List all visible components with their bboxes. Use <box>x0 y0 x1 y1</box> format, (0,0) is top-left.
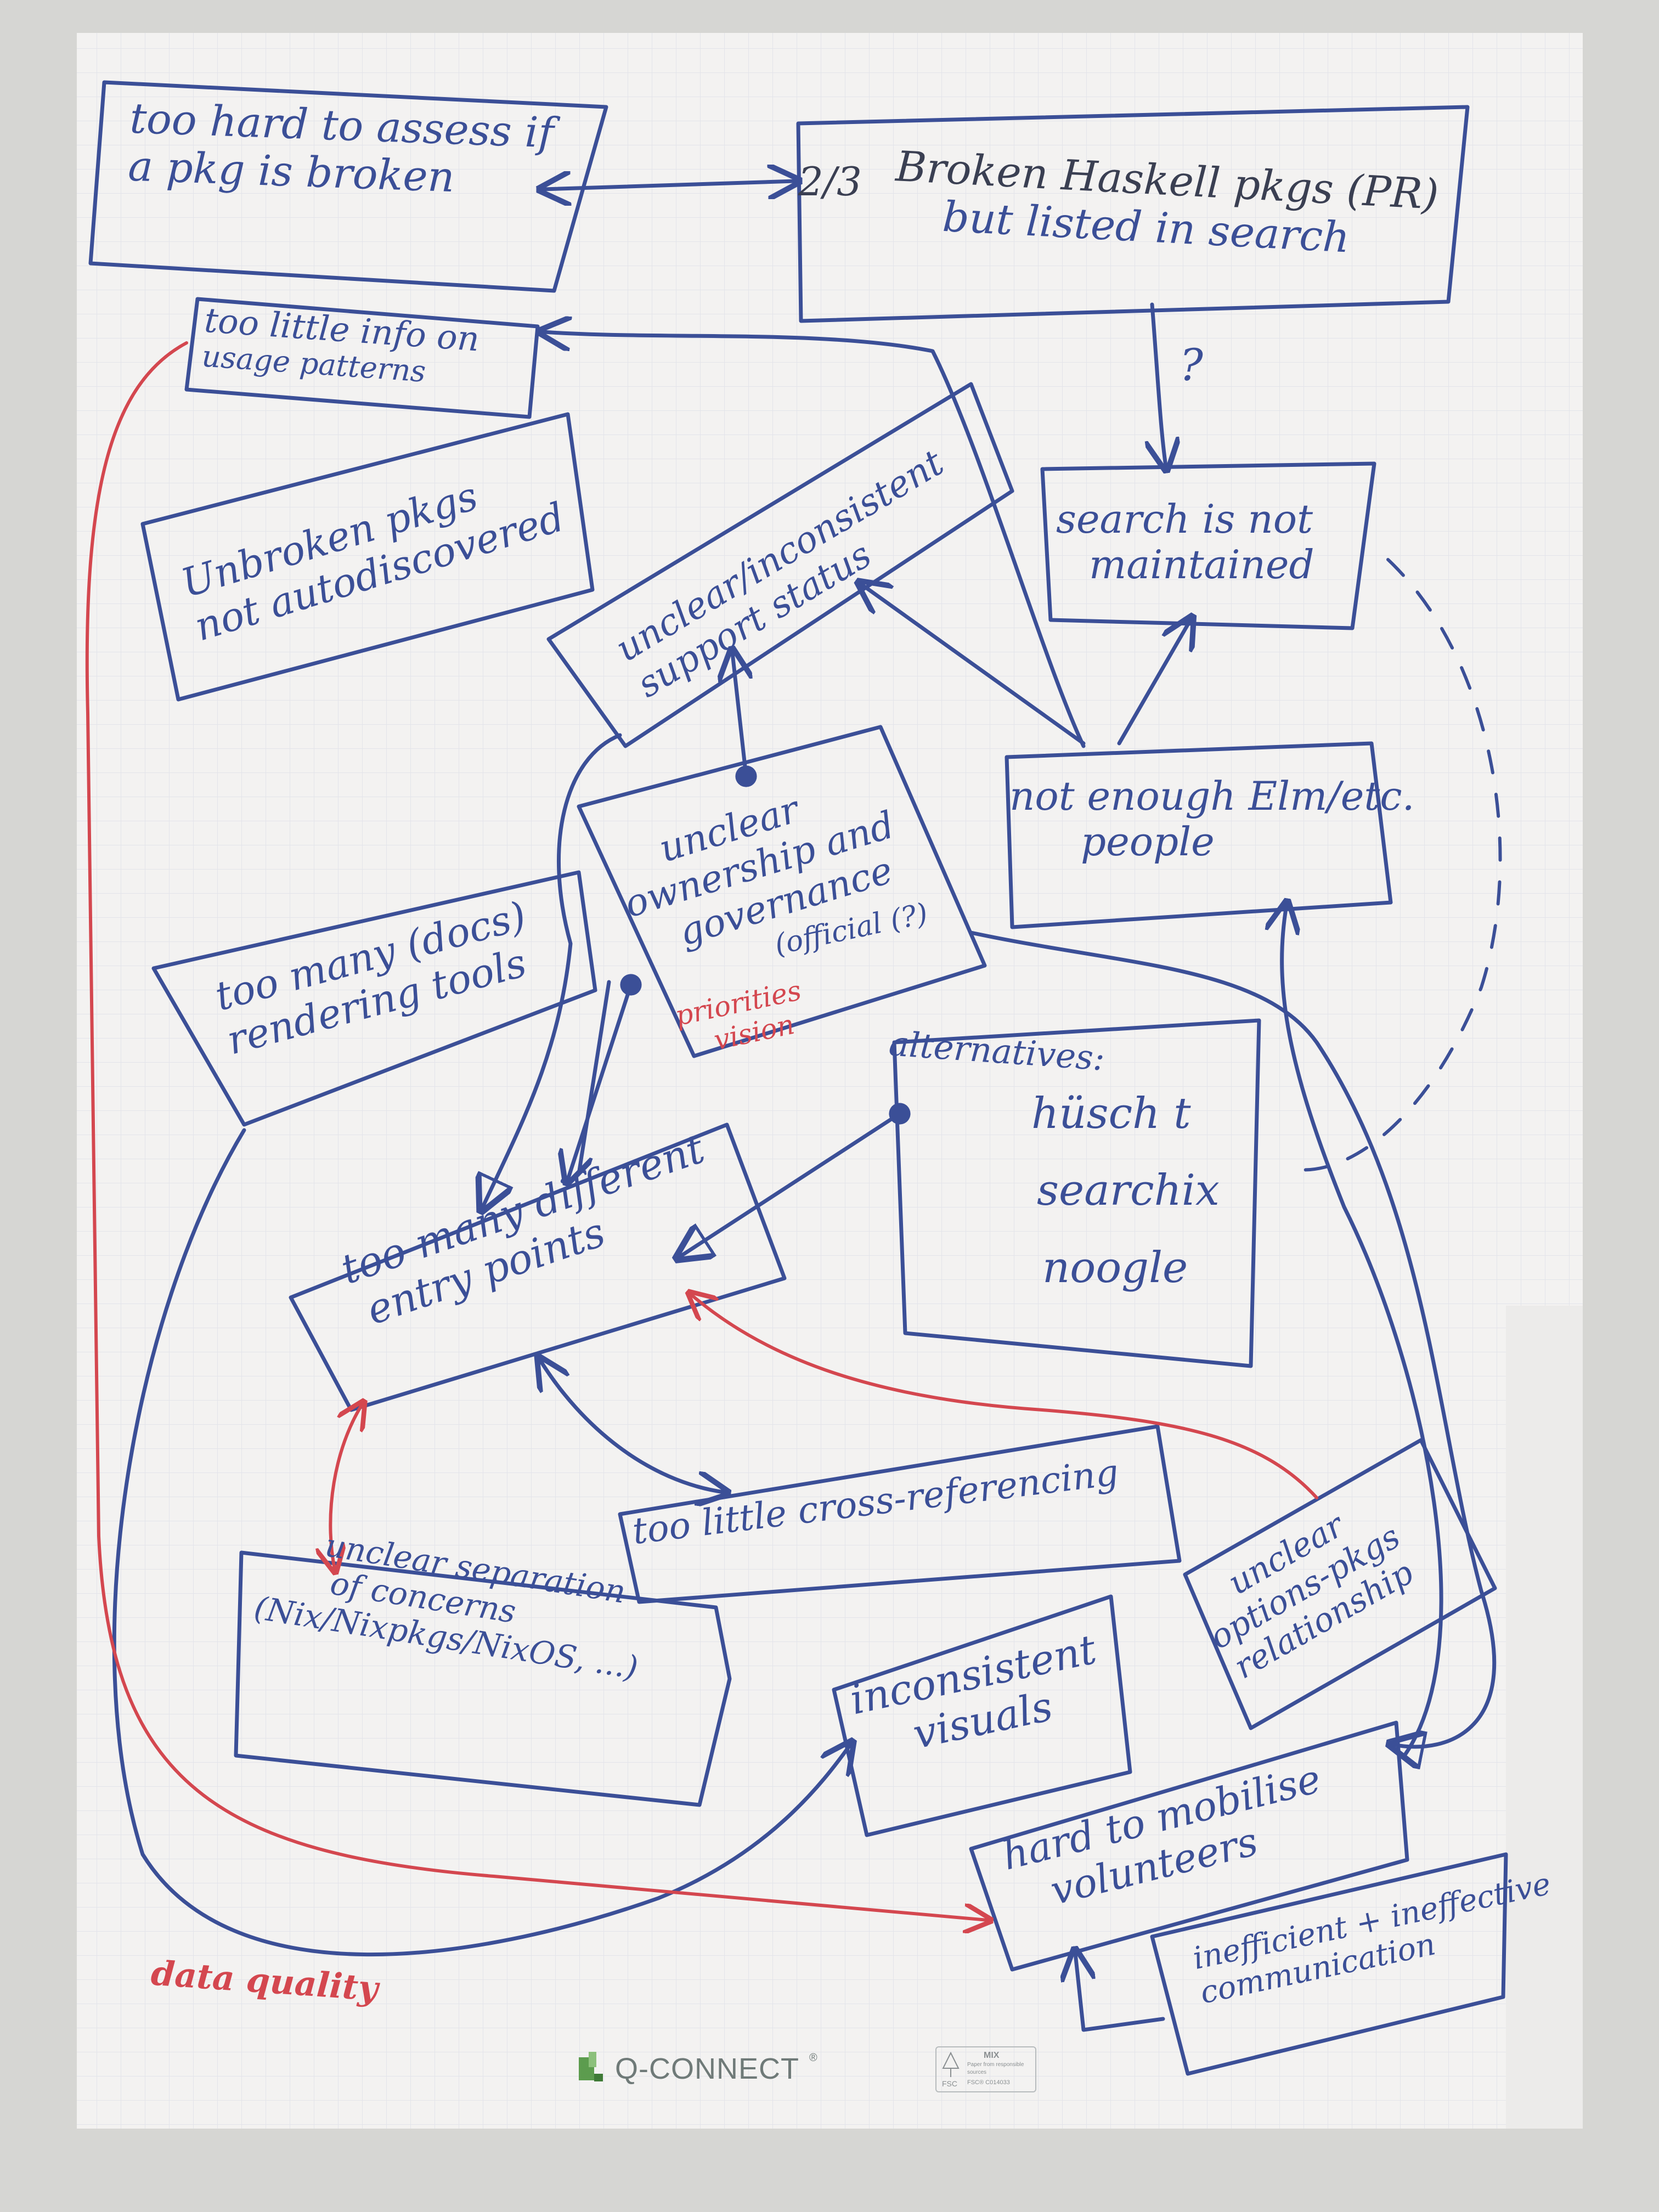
box-not-enough-people <box>1005 741 1393 929</box>
arrow-people-support <box>861 584 1086 746</box>
note-search-line2: maintained <box>1089 541 1314 588</box>
box-inconsistent-visuals <box>832 1594 1132 1837</box>
q-connect-logo-text: Q-CONNECT <box>615 2052 799 2085</box>
note-search-not-maintained: search is not maintained <box>1056 496 1314 588</box>
box-inefficient <box>1150 1852 1508 2076</box>
curve-mobilise-people <box>1282 905 1443 1758</box>
arrow-broken-search <box>1152 302 1166 466</box>
note-search-line1: search is not <box>1056 496 1313 542</box>
box-unbroken <box>140 412 595 702</box>
note-people-line1: not enough Elm/etc. <box>1009 773 1415 819</box>
arrow-alternatives-entry <box>680 1114 900 1256</box>
q-connect-logo: Q-CONNECT ® <box>579 2052 817 2086</box>
box-broken-haskell <box>796 105 1470 323</box>
red-arrow-options-entry <box>691 1295 1318 1499</box>
arrow-too-hard-broken <box>543 181 795 189</box>
fsc-mix: MIX <box>984 2051 1000 2060</box>
question-mark: ? <box>1180 340 1203 391</box>
box-unclear-support <box>546 382 1014 748</box>
alternative-2: searchix <box>1037 1166 1220 1216</box>
arrow-people-search <box>1117 620 1190 746</box>
alternative-1: hüsch t <box>1031 1089 1191 1138</box>
note-not-enough-people: not enough Elm/etc. people <box>1009 774 1414 865</box>
red-arrow-separation-entry <box>330 1404 362 1569</box>
curve-support-entry <box>483 733 622 1207</box>
arrow-ownership-entry-2 <box>577 980 611 1176</box>
fsc-line2: sources <box>967 2069 987 2075</box>
dashed-curve <box>1288 558 1502 1172</box>
q-connect-mark-icon <box>579 2052 605 2086</box>
box-cross-referencing <box>618 1424 1182 1604</box>
curve-docs-visuals <box>112 1128 850 1956</box>
box-hard-to-mobilise <box>969 1720 1409 1972</box>
red-curve-data-quality <box>85 341 988 1920</box>
box-unclear-separation <box>234 1550 732 1807</box>
fsc-tree-icon <box>941 2051 961 2078</box>
curve-ownership-mobilise <box>969 930 1497 1747</box>
note-people-line2: people <box>1081 818 1215 865</box>
box-unclear-ownership <box>577 725 987 1058</box>
box-search-not-maintained <box>1040 461 1376 630</box>
arrow-entry-cross <box>540 1361 724 1492</box>
fraction-two-thirds: 2/3 <box>798 159 862 205</box>
fsc-code: FSC® C014033 <box>967 2079 1010 2086</box>
note-alternatives-list: hüsch t searchix noogle <box>1031 1075 1220 1306</box>
alternative-3: noogle <box>1042 1243 1188 1293</box>
note-too-hard: too hard to assess if a pkg is broken <box>127 94 555 205</box>
box-unclear-options <box>1183 1438 1497 1730</box>
box-too-hard <box>88 80 608 293</box>
curve-to-too-little-info <box>543 332 1086 748</box>
arrow-ownership-entry-1 <box>568 985 631 1180</box>
fsc-text: FSC <box>942 2079 957 2088</box>
registered-mark: ® <box>809 2052 817 2064</box>
bracket-inefficient <box>1075 1953 1165 2032</box>
arrow-ownership-support <box>732 653 746 776</box>
fsc-line1: Paper from responsible <box>967 2062 1024 2068</box>
fsc-label: FSC MIX Paper from responsible sources F… <box>935 2046 1036 2092</box>
box-too-little-info <box>184 297 540 419</box>
